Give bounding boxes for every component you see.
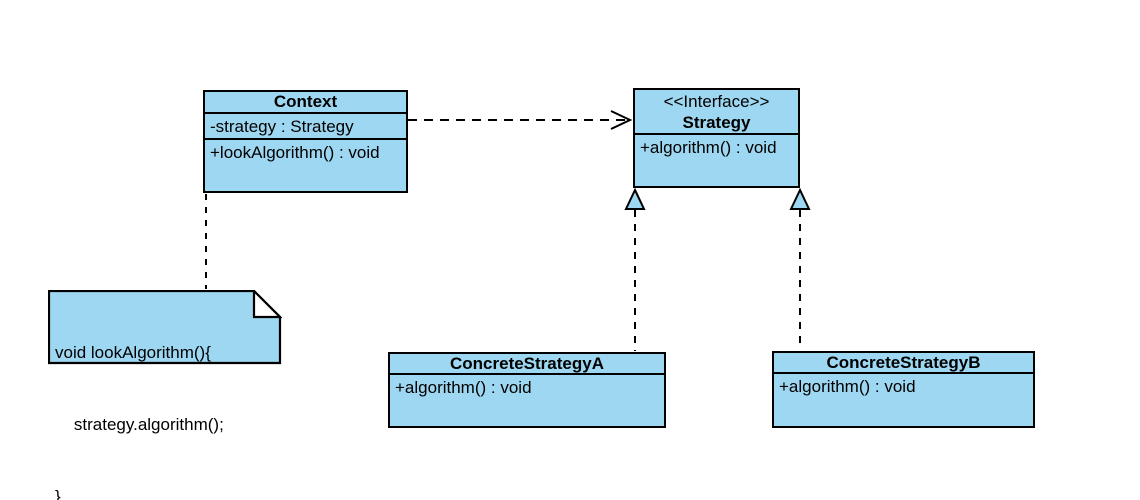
note-look-algorithm: void lookAlgorithm(){ strategy.algorithm… (48, 290, 282, 500)
class-strategy-method: +algorithm() : void (640, 138, 777, 157)
class-context-title: Context (205, 92, 406, 114)
note-code-line: void lookAlgorithm(){ (55, 343, 211, 362)
note-shape (48, 290, 282, 365)
class-context-attribute: -strategy : Strategy (205, 114, 406, 140)
note-code-line: strategy.algorithm(); (55, 415, 224, 434)
class-concrete-a-method: +algorithm() : void (395, 378, 532, 397)
note-fold-icon (252, 290, 282, 319)
note-body (48, 290, 282, 365)
class-concrete-b-title: ConcreteStrategyB (774, 353, 1033, 374)
class-strategy-header: <<Interface>> Strategy (635, 90, 798, 135)
class-strategy-stereotype: <<Interface>> (663, 92, 770, 111)
class-context: Context -strategy : Strategy +lookAlgori… (203, 90, 408, 193)
note-code-line: } (55, 487, 61, 500)
realization-triangle-a-icon (624, 187, 646, 210)
class-concrete-strategy-a: ConcreteStrategyA +algorithm() : void (388, 352, 666, 428)
class-strategy: <<Interface>> Strategy +algorithm() : vo… (633, 88, 800, 188)
dependency-arrowhead-icon (610, 110, 633, 130)
realization-triangle-b-icon (789, 187, 811, 210)
class-concrete-b-method: +algorithm() : void (779, 377, 916, 396)
class-concrete-a-title: ConcreteStrategyA (390, 354, 664, 375)
note-code: void lookAlgorithm(){ strategy.algorithm… (55, 293, 224, 500)
class-strategy-title: Strategy (682, 113, 751, 132)
class-concrete-strategy-b: ConcreteStrategyB +algorithm() : void (772, 351, 1035, 428)
class-context-method: +lookAlgorithm() : void (210, 143, 380, 162)
